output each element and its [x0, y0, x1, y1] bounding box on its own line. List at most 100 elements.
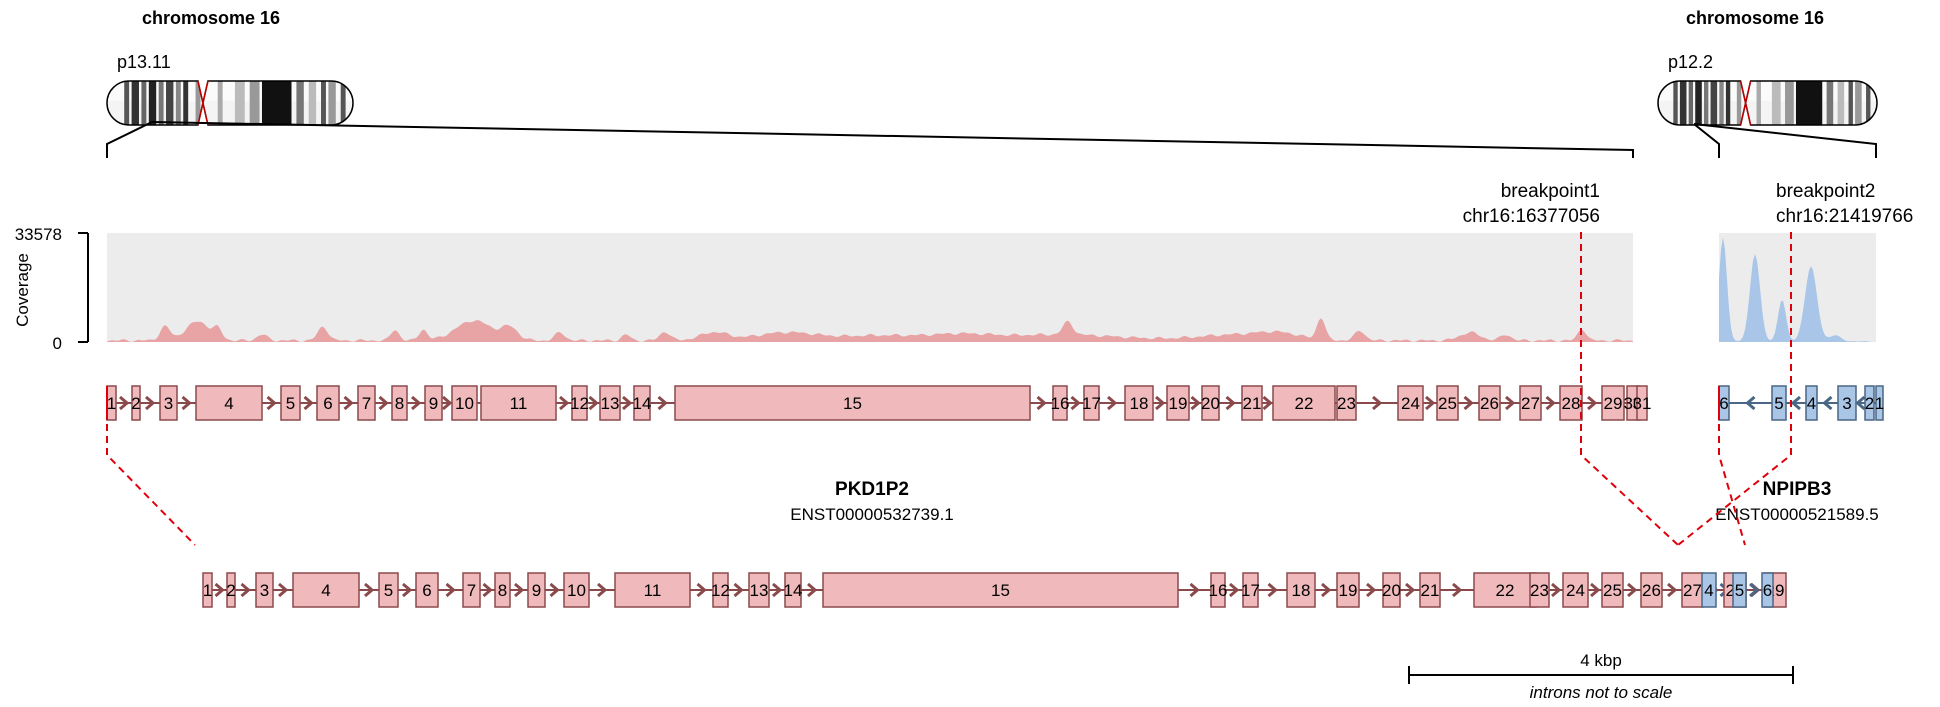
gene1-exon-label: 15	[843, 394, 862, 413]
gene1-exon: 8	[391, 385, 408, 421]
coverage-axis-label: Coverage	[13, 253, 32, 327]
scale-bar: 4 kbp introns not to scale	[1408, 651, 1794, 702]
gene1-exon: 3	[159, 385, 178, 421]
gene2-exon: 3	[1837, 385, 1857, 421]
gene1-exon: 4	[195, 385, 263, 421]
fusion-exon-label: 18	[1292, 581, 1311, 600]
gene1-exon: 20	[1201, 385, 1220, 421]
gene2-exon-label: 5	[1774, 394, 1783, 413]
fusion-gene1-exon: 15	[822, 572, 1179, 608]
fusion-exon-label: 5	[384, 581, 393, 600]
fusion-gene1-exon: 16	[1209, 572, 1228, 608]
fusion-gene1-exon: 5	[378, 572, 399, 608]
left-chromosome: chromosome 16 p13.11	[106, 8, 1634, 158]
scale-label: 4 kbp	[1580, 651, 1622, 670]
coverage-track-gene1	[107, 318, 1633, 342]
gene1-exon: 10	[451, 385, 478, 421]
fusion-gene1-exon: 20	[1382, 572, 1401, 608]
gene1-exon-label: 24	[1401, 394, 1420, 413]
gene1-exon-label: 6	[323, 394, 332, 413]
gene1-exon: 18	[1124, 385, 1154, 421]
fusion-exon-label: 9	[532, 581, 541, 600]
fusion-gene2-exon: 4	[1701, 572, 1717, 608]
fusion-gene1-exon: 13	[748, 572, 770, 608]
fusion-exon-label: 3	[260, 581, 269, 600]
fusion-gene1-exon: 27	[1681, 572, 1704, 608]
gene1-transcript: ENST00000532739.1	[790, 505, 954, 524]
fusion-exon-label: 6	[1763, 581, 1772, 600]
gene1-exon: 23	[1336, 385, 1357, 421]
fusion-exon-label: 6	[422, 581, 431, 600]
left-chromosome-ideogram	[106, 80, 354, 126]
fusion-exon-label: 10	[567, 581, 586, 600]
gene2-exon: 6	[1718, 385, 1730, 421]
fusion-exon-label: 27	[1683, 581, 1702, 600]
left-chromosome-band: p13.11	[117, 52, 171, 72]
gene1-exon-label: 5	[286, 394, 295, 413]
gene2-end-line	[1718, 412, 1746, 546]
coverage-axis: 33578 0 Coverage	[13, 225, 89, 353]
gene1-exon-label: 25	[1438, 394, 1457, 413]
fusion-exon-label: 25	[1603, 581, 1622, 600]
coverage-min-label: 0	[53, 334, 62, 353]
right-chromosome: chromosome 16 p12.2	[1657, 8, 1878, 158]
fusion-gene1-exon: 23	[1529, 572, 1550, 608]
fusion-exon-label: 23	[1530, 581, 1549, 600]
gene1-name: PKD1P2	[835, 479, 909, 500]
gene1-exon-label: 26	[1480, 394, 1499, 413]
fusion-exon-label: 12	[711, 581, 730, 600]
fusion-gene2-exon: 5	[1732, 572, 1747, 608]
fusion-gene1-exon: 7	[462, 572, 481, 608]
gene2-exon: 1	[1875, 385, 1884, 421]
breakpoint-lines	[106, 232, 1792, 546]
gene1-exon-label: 9	[429, 394, 438, 413]
left-chromosome-title: chromosome 16	[142, 8, 280, 28]
gene1-exon: 14	[633, 385, 651, 421]
coverage-track-gene2	[1719, 237, 1876, 342]
fusion-gene1-exon: 21	[1419, 572, 1441, 608]
gene1-exon: 22	[1272, 385, 1336, 421]
fusion-exon-label: 17	[1241, 581, 1260, 600]
gene1-exon-label: 19	[1169, 394, 1188, 413]
gene1-exon: 2	[131, 385, 141, 421]
fusion-exon-label: 5	[1735, 581, 1744, 600]
gene1-exon-label: 7	[362, 394, 371, 413]
gene1-exon-label: 11	[510, 394, 528, 413]
gene1-exon-label: 18	[1130, 394, 1149, 413]
breakpoint2-line	[1677, 232, 1792, 546]
breakpoint2-position: chr16:21419766	[1776, 206, 1913, 227]
gene2-exon: 2	[1864, 385, 1875, 421]
fusion-exon-label: 4	[1704, 581, 1713, 600]
gene1-exon-label: 22	[1295, 394, 1314, 413]
gene1-exon-label: 1	[107, 394, 116, 413]
scale-note: introns not to scale	[1530, 683, 1673, 702]
right-chromosome-title: chromosome 16	[1686, 8, 1824, 28]
fusion-exon-label: 16	[1209, 581, 1228, 600]
fusion-exon-label: 20	[1382, 581, 1401, 600]
fusion-gene1-exon: 11	[614, 572, 691, 608]
fusion-gene1-exon: 25	[1601, 572, 1624, 608]
fusion-exon-label: 24	[1566, 581, 1585, 600]
gene1-exon: 16	[1051, 385, 1069, 421]
coverage-panel-gene2	[1719, 233, 1876, 342]
fusion-exon-label: 4	[321, 581, 330, 600]
gene1-exon: 15	[674, 385, 1031, 421]
gene1-exon: 27	[1519, 385, 1542, 421]
breakpoint1-position: chr16:16377056	[1463, 206, 1600, 227]
fusion-gene1-exon: 19	[1336, 572, 1360, 608]
fusion-exon-label: 13	[750, 581, 769, 600]
fusion-exon-label: 11	[644, 581, 662, 600]
fusion-gene1-exon: 1	[202, 572, 213, 608]
fusion-gene1-exon: 22	[1473, 572, 1537, 608]
gene1-exon: 12	[570, 385, 589, 421]
fusion-gene1-exon: 9	[527, 572, 546, 608]
gene1-exon-label: 21	[1243, 394, 1262, 413]
gene1-exon: 11	[480, 385, 557, 421]
fusion-exon-label: 15	[991, 581, 1010, 600]
gene1-exon: 9	[424, 385, 443, 421]
breakpoint2-label: breakpoint2	[1776, 181, 1875, 202]
fusion-exon-label: 21	[1421, 581, 1440, 600]
gene1-exon-label: 2	[131, 394, 140, 413]
